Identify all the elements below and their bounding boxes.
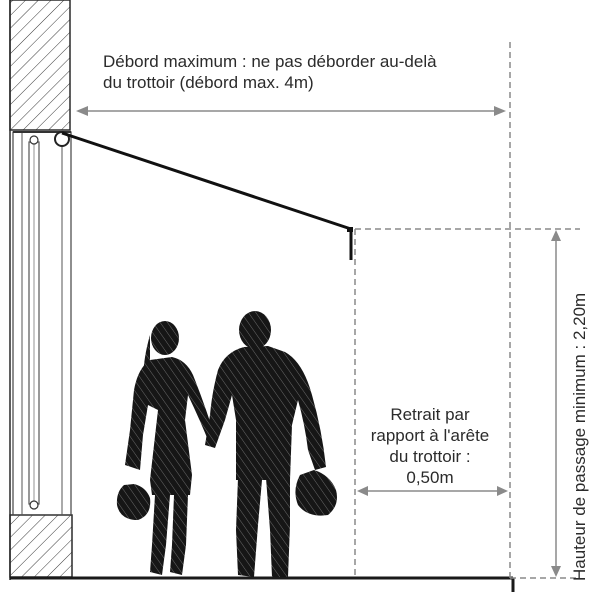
building-wall: [9, 0, 73, 580]
max-overhang-arrow: [76, 106, 506, 116]
wall-lower-hatch: [9, 514, 73, 578]
setback-line-3: du trottoir :: [389, 447, 471, 466]
max-overhang-line-2: du trottoir (débord max. 4m): [103, 73, 314, 92]
awning-canvas: [61, 131, 352, 231]
setback-label: Retrait par rapport à l'arête du trottoi…: [355, 404, 505, 488]
min-clearance-label: Hauteur de passage minimum : 2,20m: [570, 292, 589, 581]
setback-line-4: 0,50m: [406, 468, 454, 487]
max-overhang-line-1: Débord maximum : ne pas déborder au-delà: [103, 52, 437, 71]
dimension-arrows: [76, 106, 561, 577]
setback-line-1: Retrait par: [390, 405, 470, 424]
wall-upper-hatch: [9, 0, 71, 131]
sidewalk: [10, 576, 515, 592]
man-silhouette: [205, 311, 337, 577]
clearance-arrow: [551, 230, 561, 577]
woman-silhouette: [116, 321, 216, 575]
setback-arrow: [357, 486, 508, 496]
awning: [54, 131, 353, 260]
setback-line-2: rapport à l'arête: [370, 426, 490, 445]
max-overhang-label: Débord maximum : ne pas déborder au-delà…: [103, 51, 503, 93]
dimension-guides: [354, 42, 580, 579]
shop-window: [12, 131, 72, 516]
pedestrians-silhouette: [116, 311, 337, 577]
